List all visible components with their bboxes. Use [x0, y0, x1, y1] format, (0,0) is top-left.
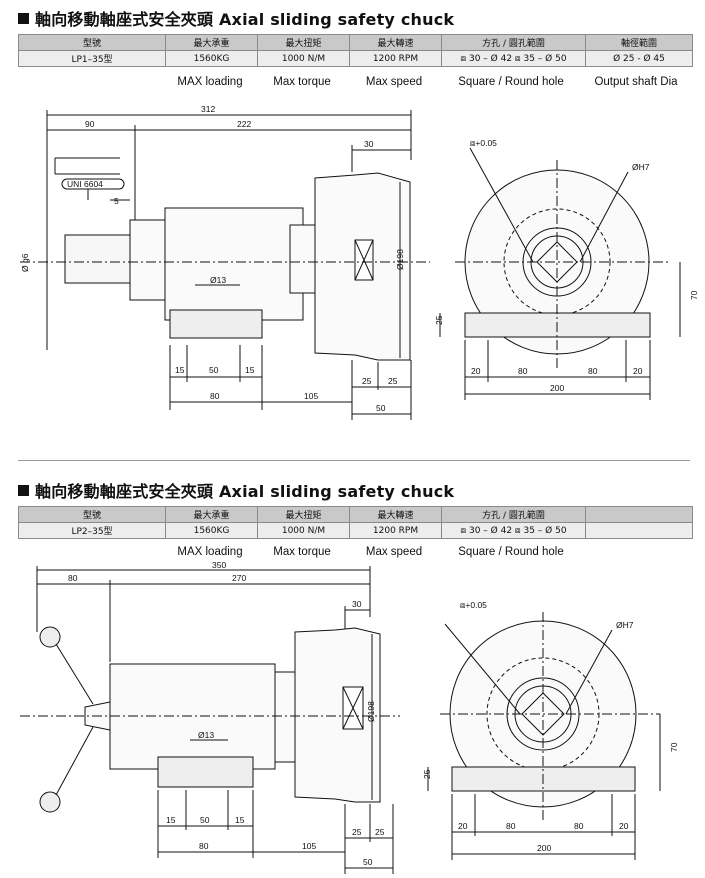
dim-left-length: 80 — [68, 573, 78, 583]
label-max-loading: MAX loading — [177, 546, 243, 558]
spec-table-value-row: LP2–35型 1560KG 1000 N/M 1200 RPM ⧈ 30 – … — [18, 522, 693, 539]
value-max-load: 1560KG — [165, 522, 258, 539]
dim-phi13: Ø13 — [198, 730, 214, 740]
spec-table-value-row: LP1–35型 1560KG 1000 N/M 1200 RPM ⧈ 30 – … — [18, 50, 693, 67]
drawing-1: 312 90 222 30 UNI 6604 5 Ø g6 Ø13 Ø198 1… — [20, 104, 699, 420]
section-1-title-text: 軸向移動軸座式安全夾頭 Axial sliding safety chuck — [35, 10, 455, 29]
value-max-speed: 1200 RPM — [349, 522, 442, 539]
dim-bottom-25b: 25 — [375, 827, 385, 837]
dim-bottom-50r: 50 — [376, 403, 386, 413]
section-2-title-text: 軸向移動軸座式安全夾頭 Axial sliding safety chuck — [35, 482, 455, 501]
dim-phi198: Ø198 — [366, 701, 376, 722]
dim-bottom-25a: 25 — [352, 827, 362, 837]
dim-bottom-80: 80 — [199, 841, 209, 851]
value-shaft-range: Ø 25 - Ø 45 — [585, 50, 693, 67]
value-extra — [585, 522, 693, 539]
dim-front-20b: 20 — [619, 821, 629, 831]
dim-front-80a: 80 — [518, 366, 528, 376]
label-uni-standard: UNI 6604 — [67, 179, 103, 189]
dim-right-length: 222 — [237, 119, 251, 129]
dim-h7: ØH7 — [616, 620, 634, 630]
dim-phi13: Ø13 — [210, 275, 226, 285]
header-max-speed: 最大轉速 — [349, 506, 442, 523]
value-hole-range: ⧈ 30 – Ø 42 ⧈ 35 – Ø 50 — [441, 50, 586, 67]
dim-bottom-50: 50 — [200, 815, 210, 825]
spec-table-header-row: 型號 最大承重 最大扭矩 最大轉速 方孔 / 圓孔範圍 軸徑範圍 — [18, 34, 693, 51]
value-max-load: 1560KG — [165, 50, 258, 67]
section-divider — [18, 460, 690, 461]
header-max-torque: 最大扭矩 — [257, 34, 350, 51]
bullet-square-icon — [18, 485, 29, 496]
section-1-title: 軸向移動軸座式安全夾頭 Axial sliding safety chuck — [18, 6, 454, 30]
dim-bottom-25b: 25 — [388, 376, 398, 386]
header-extra — [585, 506, 693, 523]
dim-h7: ØH7 — [632, 162, 650, 172]
dim-front-200: 200 — [537, 843, 551, 853]
value-max-torque: 1000 N/M — [257, 50, 350, 67]
dim-shaft-dia: Ø g6 — [20, 253, 30, 272]
dim-total-length: 312 — [201, 104, 215, 114]
dim-bottom-50r: 50 — [363, 857, 373, 867]
dim-bottom-25a: 25 — [362, 376, 372, 386]
dim-bottom-80: 80 — [210, 391, 220, 401]
dim-front-200: 200 — [550, 383, 564, 393]
dim-flange-width: 30 — [352, 599, 362, 609]
dim-tolerance: ⧈+0.05 — [470, 138, 497, 148]
dim-front-80b: 80 — [574, 821, 584, 831]
drawing-2: 350 80 270 30 Ø13 Ø198 15 50 15 80 105 2… — [20, 562, 679, 874]
label-max-torque: Max torque — [273, 546, 331, 558]
header-shaft-range: 軸徑範圍 — [585, 34, 693, 51]
label-square-round-hole: Square / Round hole — [458, 546, 564, 558]
dim-right-length: 270 — [232, 573, 246, 583]
header-max-load: 最大承重 — [165, 34, 258, 51]
dim-front-20a: 20 — [458, 821, 468, 831]
dim-front-20b: 20 — [633, 366, 643, 376]
dim-bottom-15a: 15 — [166, 815, 176, 825]
label-square-round-hole: Square / Round hole — [458, 76, 564, 88]
dim-phi198: Ø198 — [395, 249, 405, 270]
dim-front-70: 70 — [669, 742, 679, 752]
label-max-speed: Max speed — [365, 546, 423, 558]
dim-front-25: 25 — [422, 769, 432, 779]
header-max-torque: 最大扭矩 — [257, 506, 350, 523]
header-hole-range: 方孔 / 圓孔範圍 — [441, 506, 586, 523]
spec-table-header-row: 型號 最大承重 最大扭矩 最大轉速 方孔 / 圓孔範圍 — [18, 506, 693, 523]
dim-bottom-15b: 15 — [235, 815, 245, 825]
dim-five: 5 — [114, 196, 119, 206]
dim-front-20a: 20 — [471, 366, 481, 376]
header-model: 型號 — [18, 506, 166, 523]
dim-front-70: 70 — [689, 290, 699, 300]
label-max-speed: Max speed — [365, 76, 423, 88]
dim-tolerance: ⧈+0.05 — [460, 600, 487, 610]
dim-left-length: 90 — [85, 119, 95, 129]
header-model: 型號 — [18, 34, 166, 51]
dim-flange-width: 30 — [364, 139, 374, 149]
header-max-load: 最大承重 — [165, 506, 258, 523]
label-max-loading: MAX loading — [177, 76, 243, 88]
header-hole-range: 方孔 / 圓孔範圍 — [441, 34, 586, 51]
dim-front-80a: 80 — [506, 821, 516, 831]
dim-bottom-105: 105 — [302, 841, 316, 851]
value-max-speed: 1200 RPM — [349, 50, 442, 67]
label-output-shaft-dia: Output shaft Dia — [594, 76, 678, 88]
header-max-speed: 最大轉速 — [349, 34, 442, 51]
value-max-torque: 1000 N/M — [257, 522, 350, 539]
value-model: LP2–35型 — [18, 522, 166, 539]
dim-total-length: 350 — [212, 562, 226, 570]
dim-bottom-15a: 15 — [175, 365, 185, 375]
spec-table-1: 型號 最大承重 最大扭矩 最大轉速 方孔 / 圓孔範圍 軸徑範圍 LP1–35型… — [18, 34, 693, 67]
dim-bottom-15b: 15 — [245, 365, 255, 375]
bullet-square-icon — [18, 13, 29, 24]
spec-table-2: 型號 最大承重 最大扭矩 最大轉速 方孔 / 圓孔範圍 LP2–35型 1560… — [18, 506, 693, 539]
label-max-torque: Max torque — [273, 76, 331, 88]
value-hole-range: ⧈ 30 – Ø 42 ⧈ 35 – Ø 50 — [441, 522, 586, 539]
dim-front-25: 25 — [434, 315, 444, 325]
value-model: LP1–35型 — [18, 50, 166, 67]
dim-bottom-50: 50 — [209, 365, 219, 375]
dim-front-80b: 80 — [588, 366, 598, 376]
dim-bottom-105: 105 — [304, 391, 318, 401]
section-2-title: 軸向移動軸座式安全夾頭 Axial sliding safety chuck — [18, 478, 454, 502]
